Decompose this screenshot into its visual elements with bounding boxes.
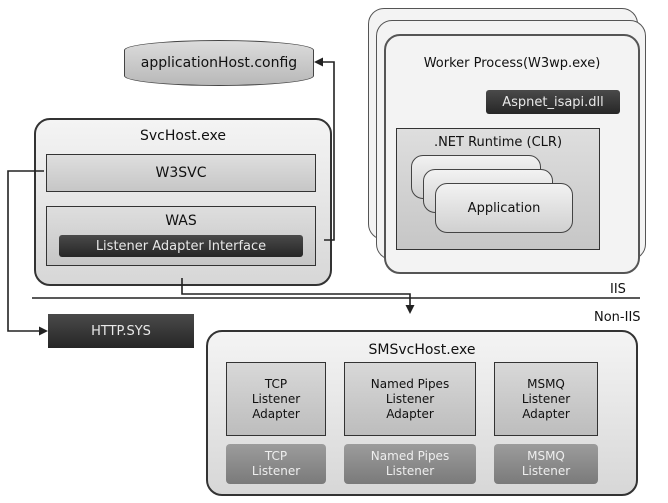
adapter-line: Named Pipes	[370, 376, 450, 391]
listener-line: Listener	[521, 464, 571, 478]
listener-line: Named Pipes	[370, 449, 450, 463]
smsvchost-box: SMSvcHost.exe TCP Listener Adapter Named…	[206, 330, 638, 496]
worker-process-box: Worker Process(W3wp.exe) Aspnet_isapi.dl…	[384, 34, 640, 274]
worker-process-title: Worker Process(W3wp.exe)	[423, 56, 601, 71]
adapter-line: Adapter	[522, 406, 570, 421]
msmq-listener-adapter: MSMQ Listener Adapter	[494, 362, 598, 436]
application-label: Application	[467, 200, 541, 216]
listener-line: Listener	[385, 464, 435, 478]
named-pipes-listener-adapter: Named Pipes Listener Adapter	[344, 362, 476, 436]
was-to-config-connector	[314, 57, 335, 241]
listener-adapter-interface-bar: Listener Adapter Interface	[59, 235, 303, 257]
dotnet-runtime-title: .NET Runtime (CLR)	[433, 135, 563, 150]
tcp-listener: TCP Listener	[226, 444, 326, 484]
adapter-line: Adapter	[252, 406, 300, 421]
http-sys-block: HTTP.SYS	[48, 314, 194, 348]
aspnet-isapi-label: Aspnet_isapi.dll	[502, 94, 604, 110]
tcp-listener-adapter: TCP Listener Adapter	[226, 362, 326, 436]
svchost-title: SvcHost.exe	[139, 128, 227, 144]
smsvchost-title: SMSvcHost.exe	[368, 342, 476, 358]
application-card: Application	[435, 183, 573, 233]
application-host-config-store: applicationHost.config	[124, 40, 314, 86]
application-host-config-label: applicationHost.config	[140, 55, 298, 71]
w3svc-to-http-sys-connector	[7, 170, 48, 336]
adapter-line: Adapter	[386, 406, 434, 421]
svchost-box: SvcHost.exe W3SVC WAS Listener Adapter I…	[34, 118, 332, 286]
non-iis-label: Non-IIS	[594, 310, 641, 325]
named-pipes-listener: Named Pipes Listener	[344, 444, 476, 484]
was-block: WAS Listener Adapter Interface	[46, 206, 316, 266]
adapter-line: MSMQ	[527, 376, 565, 391]
listener-line: MSMQ	[527, 449, 565, 463]
aspnet-isapi-block: Aspnet_isapi.dll	[486, 90, 620, 114]
adapter-line: Listener	[385, 391, 435, 406]
w3svc-label: W3SVC	[155, 165, 207, 181]
adapter-line: Listener	[251, 391, 301, 406]
adapter-line: TCP	[264, 376, 288, 391]
iis-label: IIS	[610, 282, 626, 297]
http-sys-label: HTTP.SYS	[91, 323, 151, 339]
adapter-line: Listener	[521, 391, 571, 406]
msmq-listener: MSMQ Listener	[494, 444, 598, 484]
was-to-smsvchost-connector	[181, 278, 415, 314]
listener-line: Listener	[251, 464, 301, 478]
dotnet-runtime-panel: .NET Runtime (CLR) Application	[396, 128, 600, 250]
was-label: WAS	[165, 213, 197, 229]
w3svc-block: W3SVC	[46, 154, 316, 192]
listener-adapter-interface-label: Listener Adapter Interface	[95, 238, 267, 254]
listener-line: TCP	[264, 449, 288, 463]
